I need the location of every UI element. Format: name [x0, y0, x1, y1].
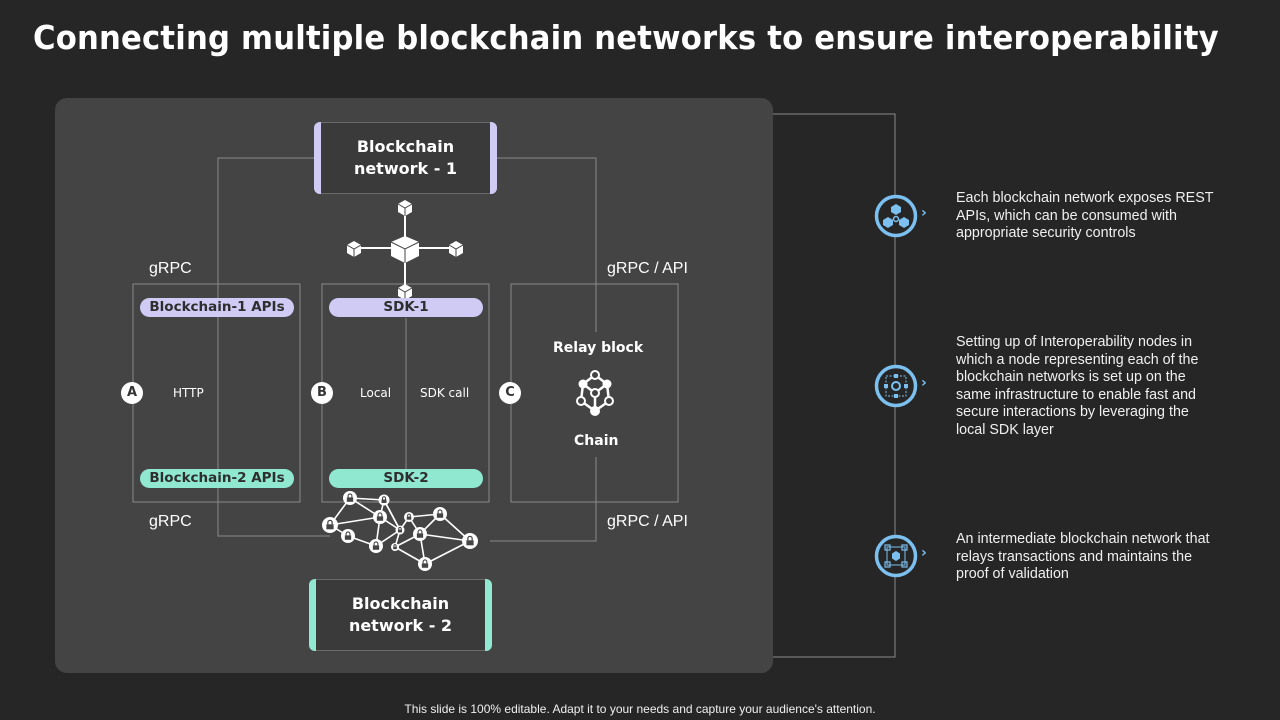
description-3: An intermediate blockchain network that …: [956, 531, 1210, 583]
chevron-right-icon: ›: [921, 375, 927, 391]
sdk-1-pill: SDK-1: [329, 298, 483, 317]
accent-bar: [490, 122, 497, 194]
chevron-right-icon: ›: [921, 545, 927, 561]
mesh-link: [419, 533, 471, 542]
blockchain-network-2-box: Blockchain network - 2: [309, 579, 492, 651]
chevron-right-icon: ›: [921, 205, 927, 221]
lock-node-icon: [462, 533, 478, 549]
network-2-line2: network - 2: [348, 616, 453, 635]
lock-node-icon: [391, 543, 399, 551]
network-1-line2: network - 1: [353, 159, 458, 178]
mesh-link: [383, 499, 401, 531]
blockchain-1-apis-pill: Blockchain-1 APIs: [140, 298, 294, 317]
lock-node-icon: [404, 512, 414, 522]
relay-chain-icon: [576, 370, 614, 416]
lock-node-icon: [322, 517, 338, 533]
lock-node-icon: [413, 527, 427, 541]
mesh-link: [424, 540, 471, 565]
lock-node-icon: [373, 510, 387, 524]
locked-mesh-network-icon: [322, 491, 478, 571]
chain-label: Chain: [574, 433, 619, 449]
network-cubes-icon: [874, 194, 918, 238]
slide-title: Connecting multiple blockchain networks …: [33, 18, 1219, 57]
relay-block-label: Relay block: [553, 340, 644, 356]
sdk-call-label: SDK call: [420, 386, 470, 400]
network-1-line1: Blockchain: [356, 137, 455, 156]
relay-network-icon: [874, 534, 918, 578]
accent-bar: [485, 579, 492, 651]
column-b-badge: B: [311, 382, 333, 404]
accent-bar: [314, 122, 321, 194]
cube-hub-icon: [346, 200, 464, 300]
sdk-2-pill: SDK-2: [329, 469, 483, 488]
local-label: Local: [360, 386, 392, 400]
network-2-line1: Blockchain: [351, 594, 450, 613]
blockchain-network-1-box: Blockchain network - 1: [314, 122, 497, 194]
lock-node-icon: [369, 539, 383, 553]
lock-node-icon: [343, 491, 357, 505]
lock-node-icon: [341, 529, 355, 543]
column-a-badge: A: [121, 382, 143, 404]
accent-bar: [309, 579, 316, 651]
blockchain-2-apis-pill: Blockchain-2 APIs: [140, 469, 294, 488]
http-label: HTTP: [173, 386, 204, 400]
protocol-label-bottom-left: gRPC: [149, 513, 192, 530]
interoperability-nodes-icon: [874, 364, 918, 408]
description-1: Each blockchain network exposes REST API…: [956, 190, 1214, 242]
lock-node-icon: [433, 507, 447, 521]
protocol-label-bottom-right: gRPC / API: [607, 513, 688, 530]
lock-node-icon: [378, 494, 390, 506]
mesh-link: [329, 516, 381, 526]
lock-node-icon: [395, 525, 405, 535]
description-2: Setting up of Interoperability nodes in …: [956, 334, 1199, 438]
column-c-badge: C: [499, 382, 521, 404]
slide-footer: This slide is 100% editable. Adapt it to…: [404, 702, 876, 716]
protocol-label-top-left: gRPC: [149, 260, 192, 277]
lock-node-icon: [418, 557, 432, 571]
protocol-label-top-right: gRPC / API: [607, 260, 688, 277]
